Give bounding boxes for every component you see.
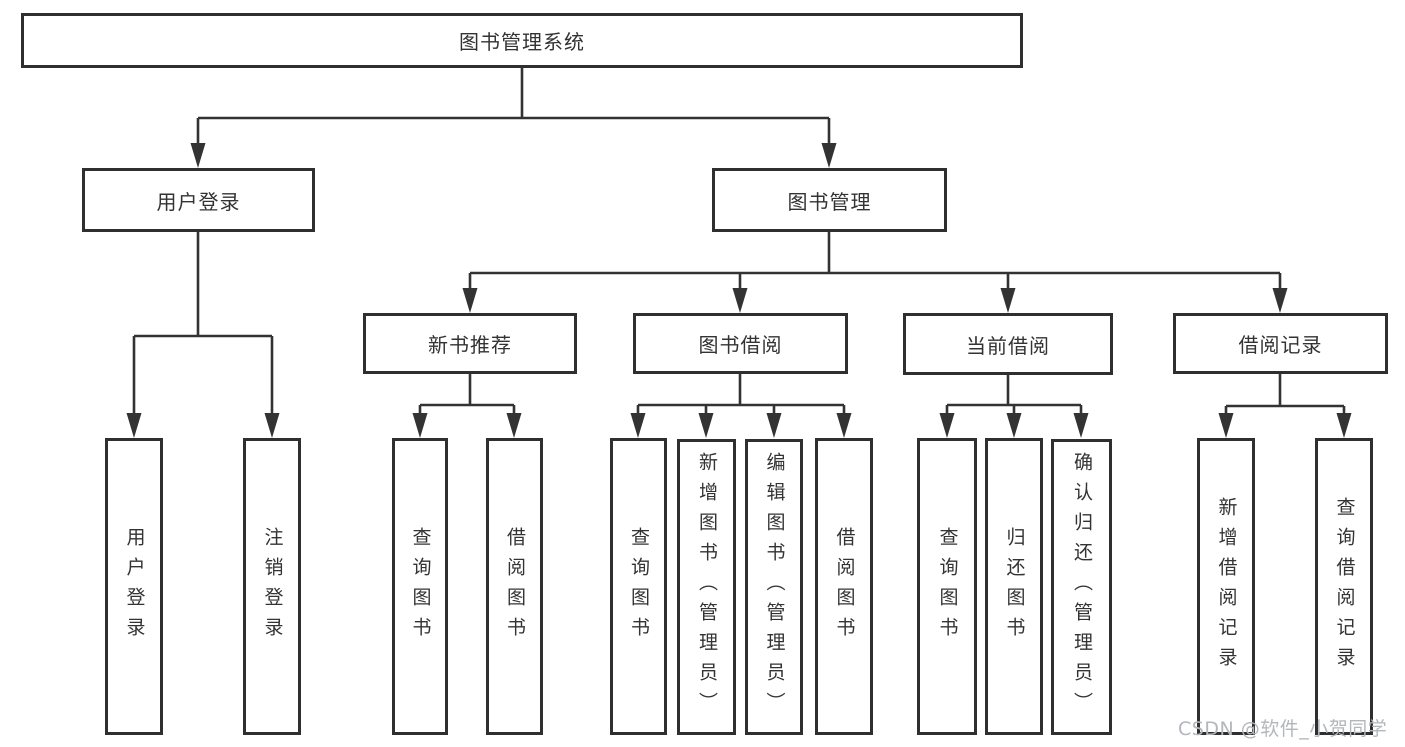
node-label: 注销登录	[261, 526, 284, 647]
node-label: 新增图书（管理员）	[696, 452, 718, 722]
leaf-recommend-query-books: 查询图书	[392, 438, 448, 735]
node-label: 借阅图书	[504, 526, 526, 647]
node-label: 查询图书	[628, 526, 650, 647]
node-label: 图书借阅	[698, 333, 783, 357]
leaf-current-confirm-return-admin: 确认归还（管理员）	[1051, 439, 1112, 735]
node-label: 查询图书	[936, 526, 959, 647]
node-label: 当前借阅	[966, 333, 1050, 358]
node-user-login: 用户登录	[82, 168, 315, 232]
node-label: 新书推荐	[428, 333, 512, 357]
leaf-records-query-record: 查询借阅记录	[1315, 438, 1373, 735]
node-label: 用户登录	[123, 526, 146, 647]
node-borrow-records: 借阅记录	[1173, 313, 1388, 374]
leaf-user-login: 用户登录	[105, 438, 163, 735]
node-book-borrow: 图书借阅	[633, 313, 848, 374]
node-library-management-system: 图书管理系统	[21, 13, 1023, 68]
node-label: 图书管理	[787, 189, 872, 214]
node-current-borrow: 当前借阅	[903, 313, 1113, 375]
node-label: 归还图书	[1003, 526, 1026, 647]
node-new-book-recommend: 新书推荐	[363, 313, 577, 374]
leaf-borrow-add-books-admin: 新增图书（管理员）	[677, 439, 736, 735]
csdn-watermark: CSDN @软件_小贺同学	[1178, 718, 1388, 740]
node-book-management: 图书管理	[712, 168, 947, 232]
node-label: 新增借阅记录	[1215, 496, 1238, 677]
node-label: 确认归还（管理员）	[1071, 452, 1093, 722]
node-label: 查询图书	[409, 526, 432, 647]
node-label: 查询借阅记录	[1333, 496, 1356, 677]
node-label: 用户登录	[156, 189, 241, 214]
leaf-logout: 注销登录	[243, 438, 301, 735]
leaf-current-return-books: 归还图书	[985, 438, 1043, 735]
node-label: 图书管理系统	[459, 30, 585, 54]
leaf-borrow-edit-books-admin: 编辑图书（管理员）	[745, 439, 803, 735]
node-label: 编辑图书（管理员）	[763, 452, 786, 722]
leaf-borrow-borrow-books: 借阅图书	[815, 438, 873, 735]
node-label: 借阅图书	[833, 526, 856, 647]
leaf-recommend-borrow-books: 借阅图书	[486, 438, 543, 735]
node-label: 借阅记录	[1238, 333, 1323, 357]
leaf-current-query-books: 查询图书	[917, 438, 977, 735]
leaf-records-add-record: 新增借阅记录	[1197, 438, 1255, 735]
leaf-borrow-query-books: 查询图书	[610, 438, 667, 735]
